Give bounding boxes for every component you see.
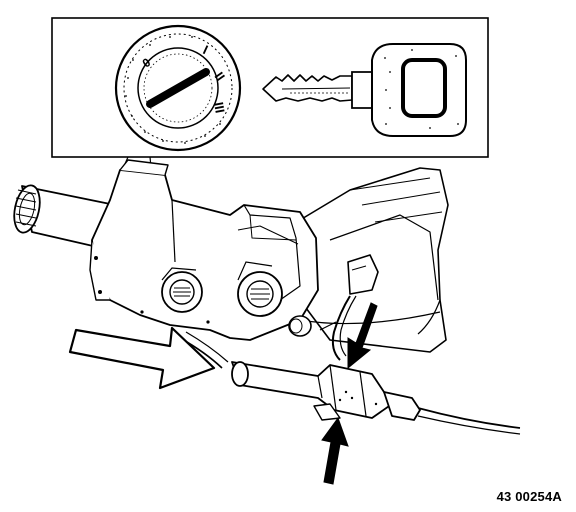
figure-code: 43 00254A	[496, 489, 562, 504]
lock-cylinder-icon	[114, 24, 242, 152]
right-screw	[237, 261, 283, 317]
connector-plug	[231, 361, 421, 421]
left-screw	[161, 267, 203, 313]
roller-pin	[288, 315, 312, 337]
solid-arrow-icon	[321, 416, 349, 485]
lock-position-1: I	[201, 42, 211, 57]
ignition-key-icon	[262, 43, 467, 137]
column-edge-lines	[319, 299, 441, 335]
lock-housing	[89, 159, 319, 341]
lock-position-3: III	[211, 101, 228, 114]
hollow-arrow-icon	[68, 326, 216, 390]
harness-clip	[331, 254, 379, 361]
column-housing	[299, 167, 449, 353]
solid-arrow-icon	[347, 302, 378, 370]
